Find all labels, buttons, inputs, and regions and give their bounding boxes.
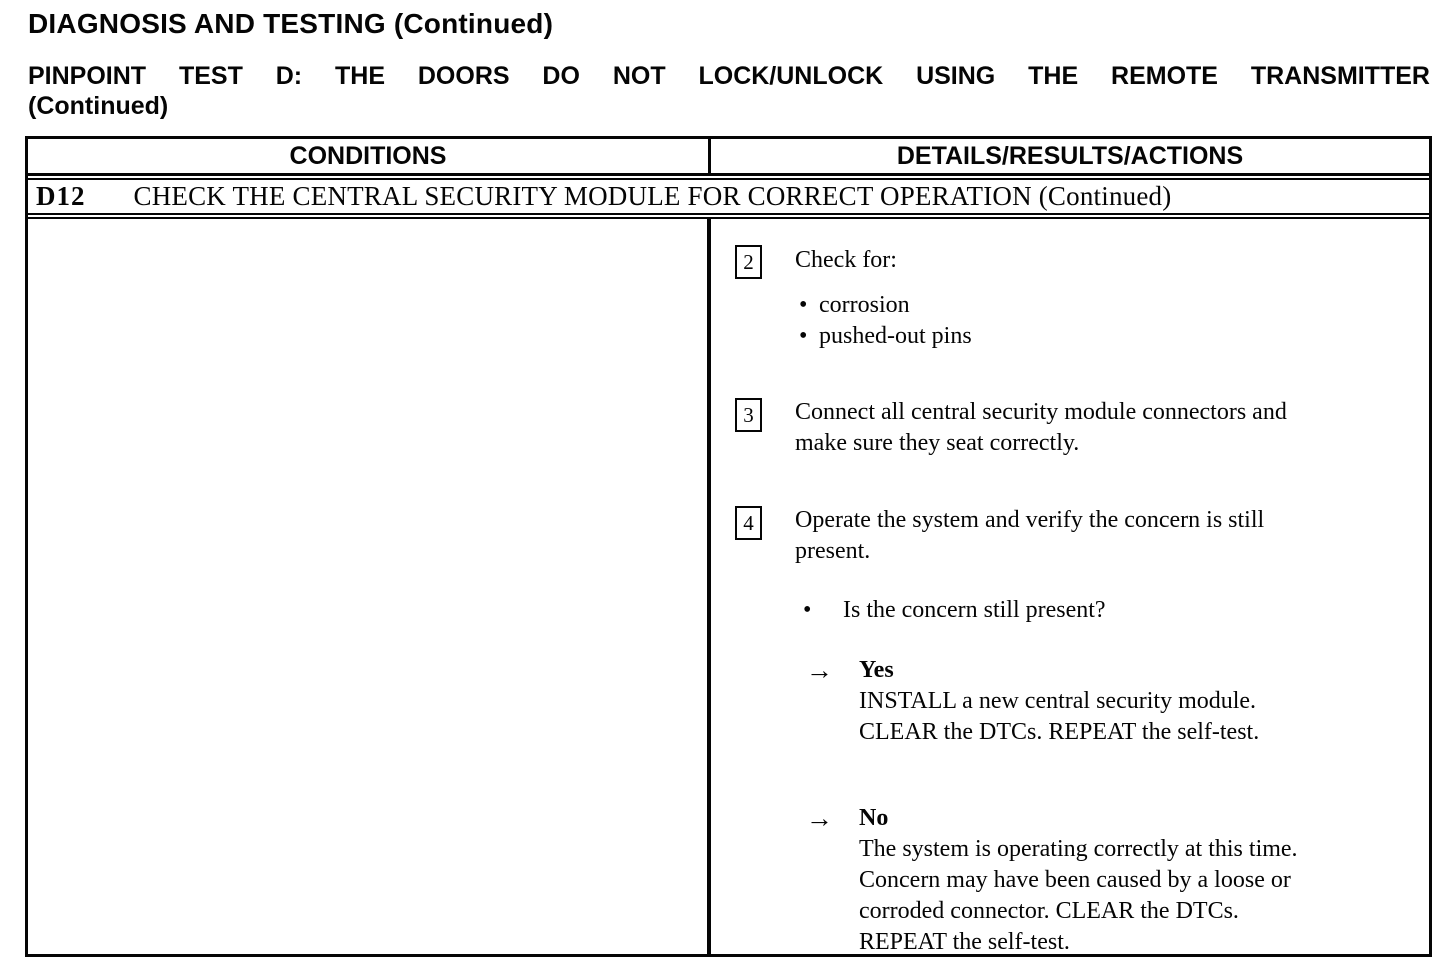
step-3-text-line: make sure they seat correctly. [795, 430, 1080, 456]
test-title: PINPOINT TEST D: THE DOORS DO NOT LOCK/U… [28, 61, 1430, 121]
details-results-actions-cell: 2 Check for: • corrosion • pushed-out pi… [711, 219, 1429, 955]
list-item: • pushed-out pins [799, 321, 1419, 352]
no-result: → No The system is operating correctly a… [806, 803, 1419, 958]
pinpoint-test-table: CONDITIONS DETAILS/RESULTS/ACTIONS D12 C… [25, 136, 1432, 957]
bullet-item-text: pushed-out pins [819, 323, 972, 349]
step-4: 4 Operate the system and verify the conc… [735, 505, 1419, 567]
bullet-item-text: corrosion [819, 292, 910, 318]
conditions-column-header: CONDITIONS [28, 139, 711, 173]
test-step-id: D12 [36, 181, 86, 211]
table-body-row: 2 Check for: • corrosion • pushed-out pi… [28, 217, 1429, 955]
yes-action-line: CLEAR the DTCs. REPEAT the self-test. [859, 719, 1260, 745]
step-4-text-line: present. [795, 538, 871, 564]
test-step-row: D12 CHECK THE CENTRAL SECURITY MODULE FO… [28, 178, 1429, 215]
step-3-text: Connect all central security module conn… [795, 397, 1287, 459]
yes-result: → Yes INSTALL a new central security mod… [806, 655, 1419, 748]
conditions-cell [28, 219, 711, 954]
question-text: Is the concern still present? [843, 597, 1106, 623]
question-row: • Is the concern still present? [803, 594, 1419, 626]
test-title-line1: PINPOINT TEST D: THE DOORS DO NOT LOCK/U… [28, 62, 1430, 90]
step-3: 3 Connect all central security module co… [735, 397, 1419, 459]
step-2-text: Check for: [795, 247, 897, 273]
no-action-line: corroded connector. CLEAR the DTCs. [859, 898, 1239, 924]
list-item: • corrosion [799, 290, 1419, 321]
no-action-line: REPEAT the self-test. [859, 929, 1070, 955]
step-3-text-line: Connect all central security module conn… [795, 399, 1287, 425]
no-label: No [859, 805, 889, 831]
bullet-icon: • [803, 597, 812, 623]
test-title-line2: (Continued) [28, 92, 169, 120]
step-4-text: Operate the system and verify the concer… [795, 505, 1264, 567]
no-action-line: Concern may have been caused by a loose … [859, 867, 1291, 893]
details-results-actions-column-header: DETAILS/RESULTS/ACTIONS [896, 141, 1244, 170]
yes-result-body: Yes INSTALL a new central security modul… [859, 655, 1259, 748]
no-result-body: No The system is operating correctly at … [859, 803, 1298, 958]
arrow-right-icon: → [806, 655, 833, 685]
section-title: DIAGNOSIS AND TESTING (Continued) [28, 8, 554, 39]
no-action-line: The system is operating correctly at thi… [859, 836, 1298, 862]
step-4-text-line: Operate the system and verify the concer… [795, 507, 1265, 533]
yes-label: Yes [859, 657, 894, 683]
step-3-number-box: 3 [735, 398, 762, 432]
test-step-title: CHECK THE CENTRAL SECURITY MODULE FOR CO… [133, 181, 1172, 211]
step-2-number-box: 2 [735, 245, 762, 279]
step-2-bullet-list: • corrosion • pushed-out pins [799, 290, 1419, 352]
bullet-icon: • [799, 323, 808, 349]
page-headings: DIAGNOSIS AND TESTING (Continued) PINPOI… [0, 0, 1456, 121]
step-4-number-box: 4 [735, 506, 762, 540]
step-2: 2 Check for: [735, 244, 1419, 279]
table-header-row: CONDITIONS DETAILS/RESULTS/ACTIONS [28, 139, 1429, 176]
yes-action-line: INSTALL a new central security module. [859, 688, 1257, 714]
bullet-icon: • [799, 292, 808, 318]
arrow-right-icon: → [806, 803, 833, 833]
